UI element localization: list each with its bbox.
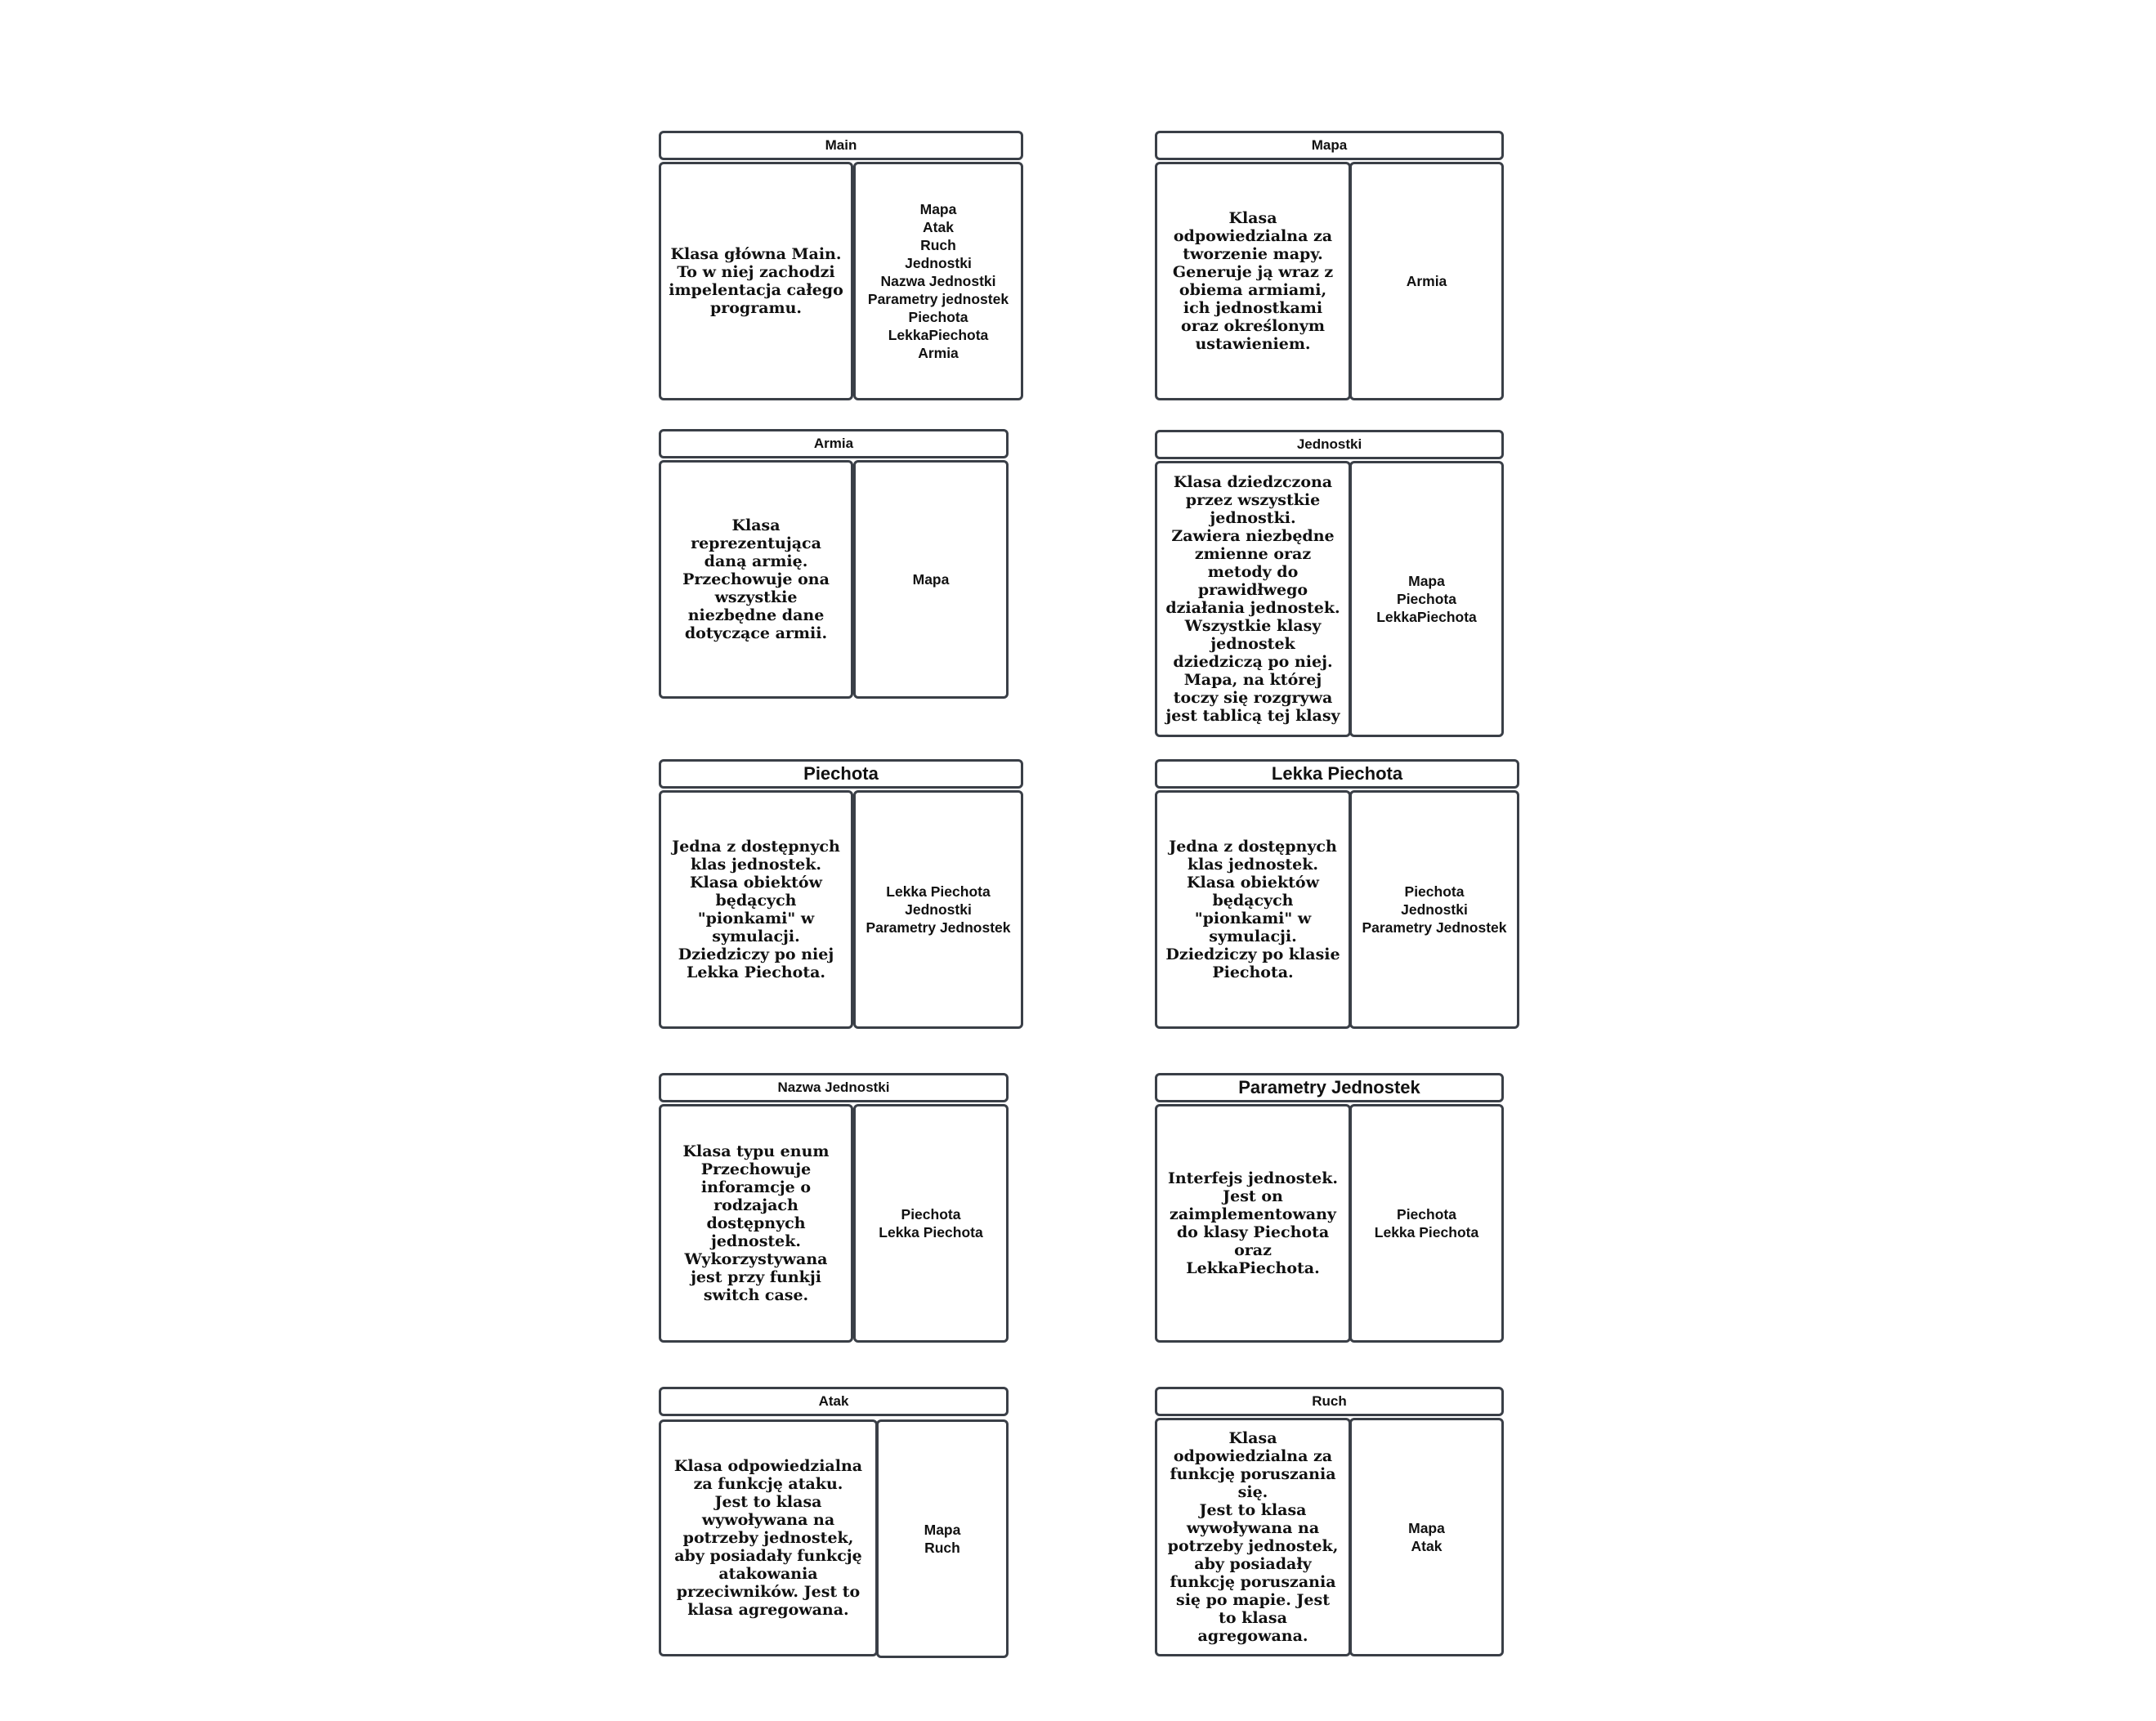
- card-title: Mapa: [1155, 131, 1504, 160]
- card-title: Nazwa Jednostki: [659, 1073, 1009, 1102]
- card-title: Ruch: [1155, 1387, 1504, 1416]
- relations-text: Mapa Ruch: [924, 1522, 961, 1556]
- card-title: Lekka Piechota: [1155, 759, 1519, 789]
- relations-text: Mapa Atak: [1408, 1520, 1445, 1554]
- relations-cell: Lekka Piechota Jednostki Parametry Jedno…: [853, 790, 1023, 1029]
- description-text: Klasa odpowiedzialna za tworzenie mapy. …: [1172, 209, 1334, 353]
- description-text: Jedna z dostępnych klas jednostek. Klasa…: [1165, 838, 1340, 981]
- relations-cell: Mapa: [853, 460, 1009, 699]
- card-title: Atak: [659, 1387, 1009, 1416]
- description-cell: Klasa dziedzczona przez wszystkie jednos…: [1155, 461, 1351, 737]
- description-cell: Klasa typu enum Przechowuje inforamcje o…: [659, 1104, 853, 1343]
- description-cell: Jedna z dostępnych klas jednostek. Klasa…: [1155, 790, 1351, 1029]
- relations-text: Mapa Piechota LekkaPiechota: [1376, 573, 1477, 625]
- relations-cell: Mapa Atak Ruch Jednostki Nazwa Jednostki…: [853, 162, 1023, 400]
- description-text: Klasa główna Main. To w niej zachodzi im…: [669, 245, 843, 317]
- class-card-main: Main Klasa główna Main. To w niej zachod…: [659, 131, 1023, 402]
- relations-cell: Piechota Lekka Piechota: [853, 1104, 1009, 1343]
- description-cell: Klasa główna Main. To w niej zachodzi im…: [659, 162, 853, 400]
- card-title: Piechota: [659, 759, 1023, 789]
- relations-text: Lekka Piechota Jednostki Parametry Jedno…: [866, 883, 1011, 936]
- relations-cell: Piechota Jednostki Parametry Jednostek: [1349, 790, 1519, 1029]
- card-title: Parametry Jednostek: [1155, 1073, 1504, 1102]
- relations-cell: Mapa Piechota LekkaPiechota: [1349, 461, 1504, 737]
- card-title: Main: [659, 131, 1023, 160]
- relations-text: Piechota Lekka Piechota: [879, 1206, 983, 1240]
- card-title: Armia: [659, 429, 1009, 458]
- description-cell: Klasa odpowiedzialna za tworzenie mapy. …: [1155, 162, 1351, 400]
- class-card-jednostki: Jednostki Klasa dziedzczona przez wszyst…: [1155, 430, 1504, 737]
- relations-cell: Armia: [1349, 162, 1504, 400]
- class-card-atak: Atak Klasa odpowiedzialna za funkcję ata…: [659, 1387, 1009, 1658]
- relations-cell: Mapa Ruch: [876, 1419, 1009, 1658]
- description-cell: Klasa reprezentująca daną armię. Przecho…: [659, 460, 853, 699]
- class-card-ruch: Ruch Klasa odpowiedzialna za funkcję por…: [1155, 1387, 1504, 1658]
- relations-text: Piechota Lekka Piechota: [1374, 1206, 1479, 1240]
- description-cell: Klasa odpowiedzialna za funkcję poruszan…: [1155, 1418, 1351, 1656]
- relations-text: Piechota Jednostki Parametry Jednostek: [1362, 883, 1507, 936]
- relations-text: Armia: [1406, 273, 1447, 289]
- class-card-piechota: Piechota Jedna z dostępnych klas jednost…: [659, 759, 1023, 1030]
- relations-cell: Piechota Lekka Piechota: [1349, 1104, 1504, 1343]
- card-title: Jednostki: [1155, 430, 1504, 459]
- class-card-parametry-jednostek: Parametry Jednostek Interfejs jednostek.…: [1155, 1073, 1504, 1344]
- description-text: Klasa odpowiedzialna za funkcję poruszan…: [1167, 1429, 1339, 1645]
- relations-text: Mapa: [912, 571, 950, 588]
- relations-text: Mapa Atak Ruch Jednostki Nazwa Jednostki…: [867, 201, 1009, 361]
- description-text: Klasa dziedzczona przez wszystkie jednos…: [1165, 473, 1340, 725]
- class-card-mapa: Mapa Klasa odpowiedzialna za tworzenie m…: [1155, 131, 1504, 402]
- description-cell: Klasa odpowiedzialna za funkcję ataku. J…: [659, 1419, 878, 1656]
- class-card-lekka-piechota: Lekka Piechota Jedna z dostępnych klas j…: [1155, 759, 1519, 1030]
- description-text: Jedna z dostępnych klas jednostek. Klasa…: [672, 838, 840, 981]
- description-text: Klasa reprezentująca daną armię. Przecho…: [682, 516, 830, 642]
- description-text: Interfejs jednostek. Jest on zaimplement…: [1167, 1169, 1339, 1277]
- description-text: Klasa typu enum Przechowuje inforamcje o…: [682, 1142, 830, 1304]
- class-card-armia: Armia Klasa reprezentująca daną armię. P…: [659, 429, 1009, 700]
- description-cell: Interfejs jednostek. Jest on zaimplement…: [1155, 1104, 1351, 1343]
- description-cell: Jedna z dostępnych klas jednostek. Klasa…: [659, 790, 853, 1029]
- description-text: Klasa odpowiedzialna za funkcję ataku. J…: [673, 1457, 863, 1619]
- relations-cell: Mapa Atak: [1349, 1418, 1504, 1656]
- class-card-nazwa-jednostki: Nazwa Jednostki Klasa typu enum Przechow…: [659, 1073, 1009, 1344]
